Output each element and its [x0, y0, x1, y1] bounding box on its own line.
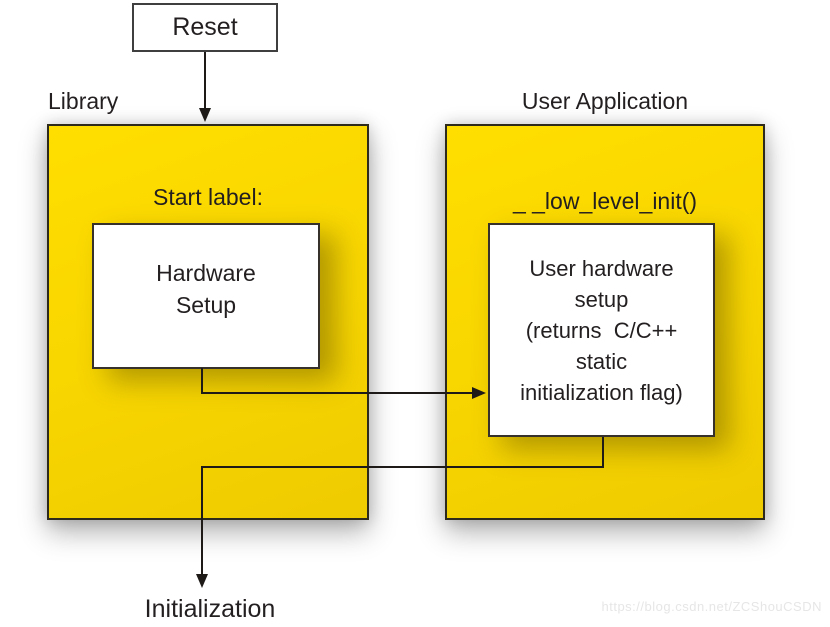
- watermark-text: https://blog.csdn.net/ZCShouCSDN: [601, 599, 822, 614]
- reset-box: Reset: [132, 3, 278, 52]
- library-title: Library: [48, 88, 119, 114]
- user-hardware-setup-box: User hardware setup (returns C/C++ stati…: [488, 223, 715, 437]
- reset-to-library-arrow: [199, 52, 211, 122]
- hardware-setup-box: Hardware Setup: [92, 223, 320, 369]
- hardware-setup-label: Hardware Setup: [156, 259, 256, 318]
- user-application-title: User Application: [521, 88, 689, 114]
- user-hardware-setup-label: User hardware setup (returns C/C++ stati…: [520, 255, 683, 405]
- low-level-init-label: _ _low_level_init(): [512, 188, 698, 214]
- reset-label: Reset: [172, 13, 238, 41]
- initialization-label: Initialization: [144, 595, 276, 623]
- start-label: Start label:: [153, 184, 263, 210]
